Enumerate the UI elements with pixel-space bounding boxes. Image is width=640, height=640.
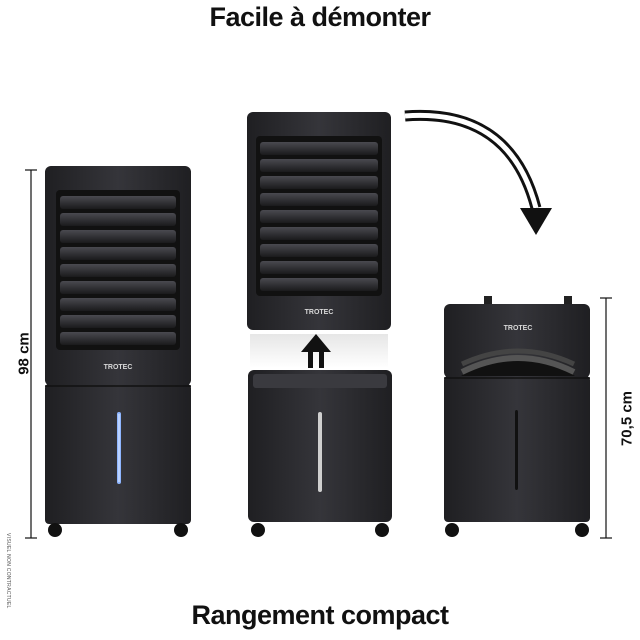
louvers [260, 142, 378, 291]
tall-height-label: 98 cm [15, 332, 33, 375]
wheel [251, 523, 265, 537]
wheel [174, 523, 188, 537]
height-dimension-line-right [600, 297, 612, 539]
lift-up-arrow-icon [301, 334, 331, 368]
compact-height-label: 70,5 cm [618, 390, 636, 447]
brand-label: TROTEC [104, 364, 133, 371]
brand-label: TROTEC [305, 309, 334, 316]
height-dimension-line-left [25, 169, 37, 539]
page-title: Facile à démonter [209, 2, 431, 32]
full-air-cooler: TROTEC [45, 166, 191, 537]
footer-title: Rangement compact [191, 600, 449, 630]
wheel [375, 523, 389, 537]
brand-label: TROTEC [504, 325, 533, 332]
louvers [60, 196, 176, 345]
water-level-indicator [318, 412, 322, 492]
water-tank-base [248, 370, 392, 537]
wheel [48, 523, 62, 537]
wheel [575, 523, 589, 537]
compact-stored-unit: TROTEC [444, 296, 590, 537]
detached-upper-unit: TROTEC [247, 112, 391, 330]
curved-arrow-icon [404, 109, 552, 235]
wheel [445, 523, 459, 537]
